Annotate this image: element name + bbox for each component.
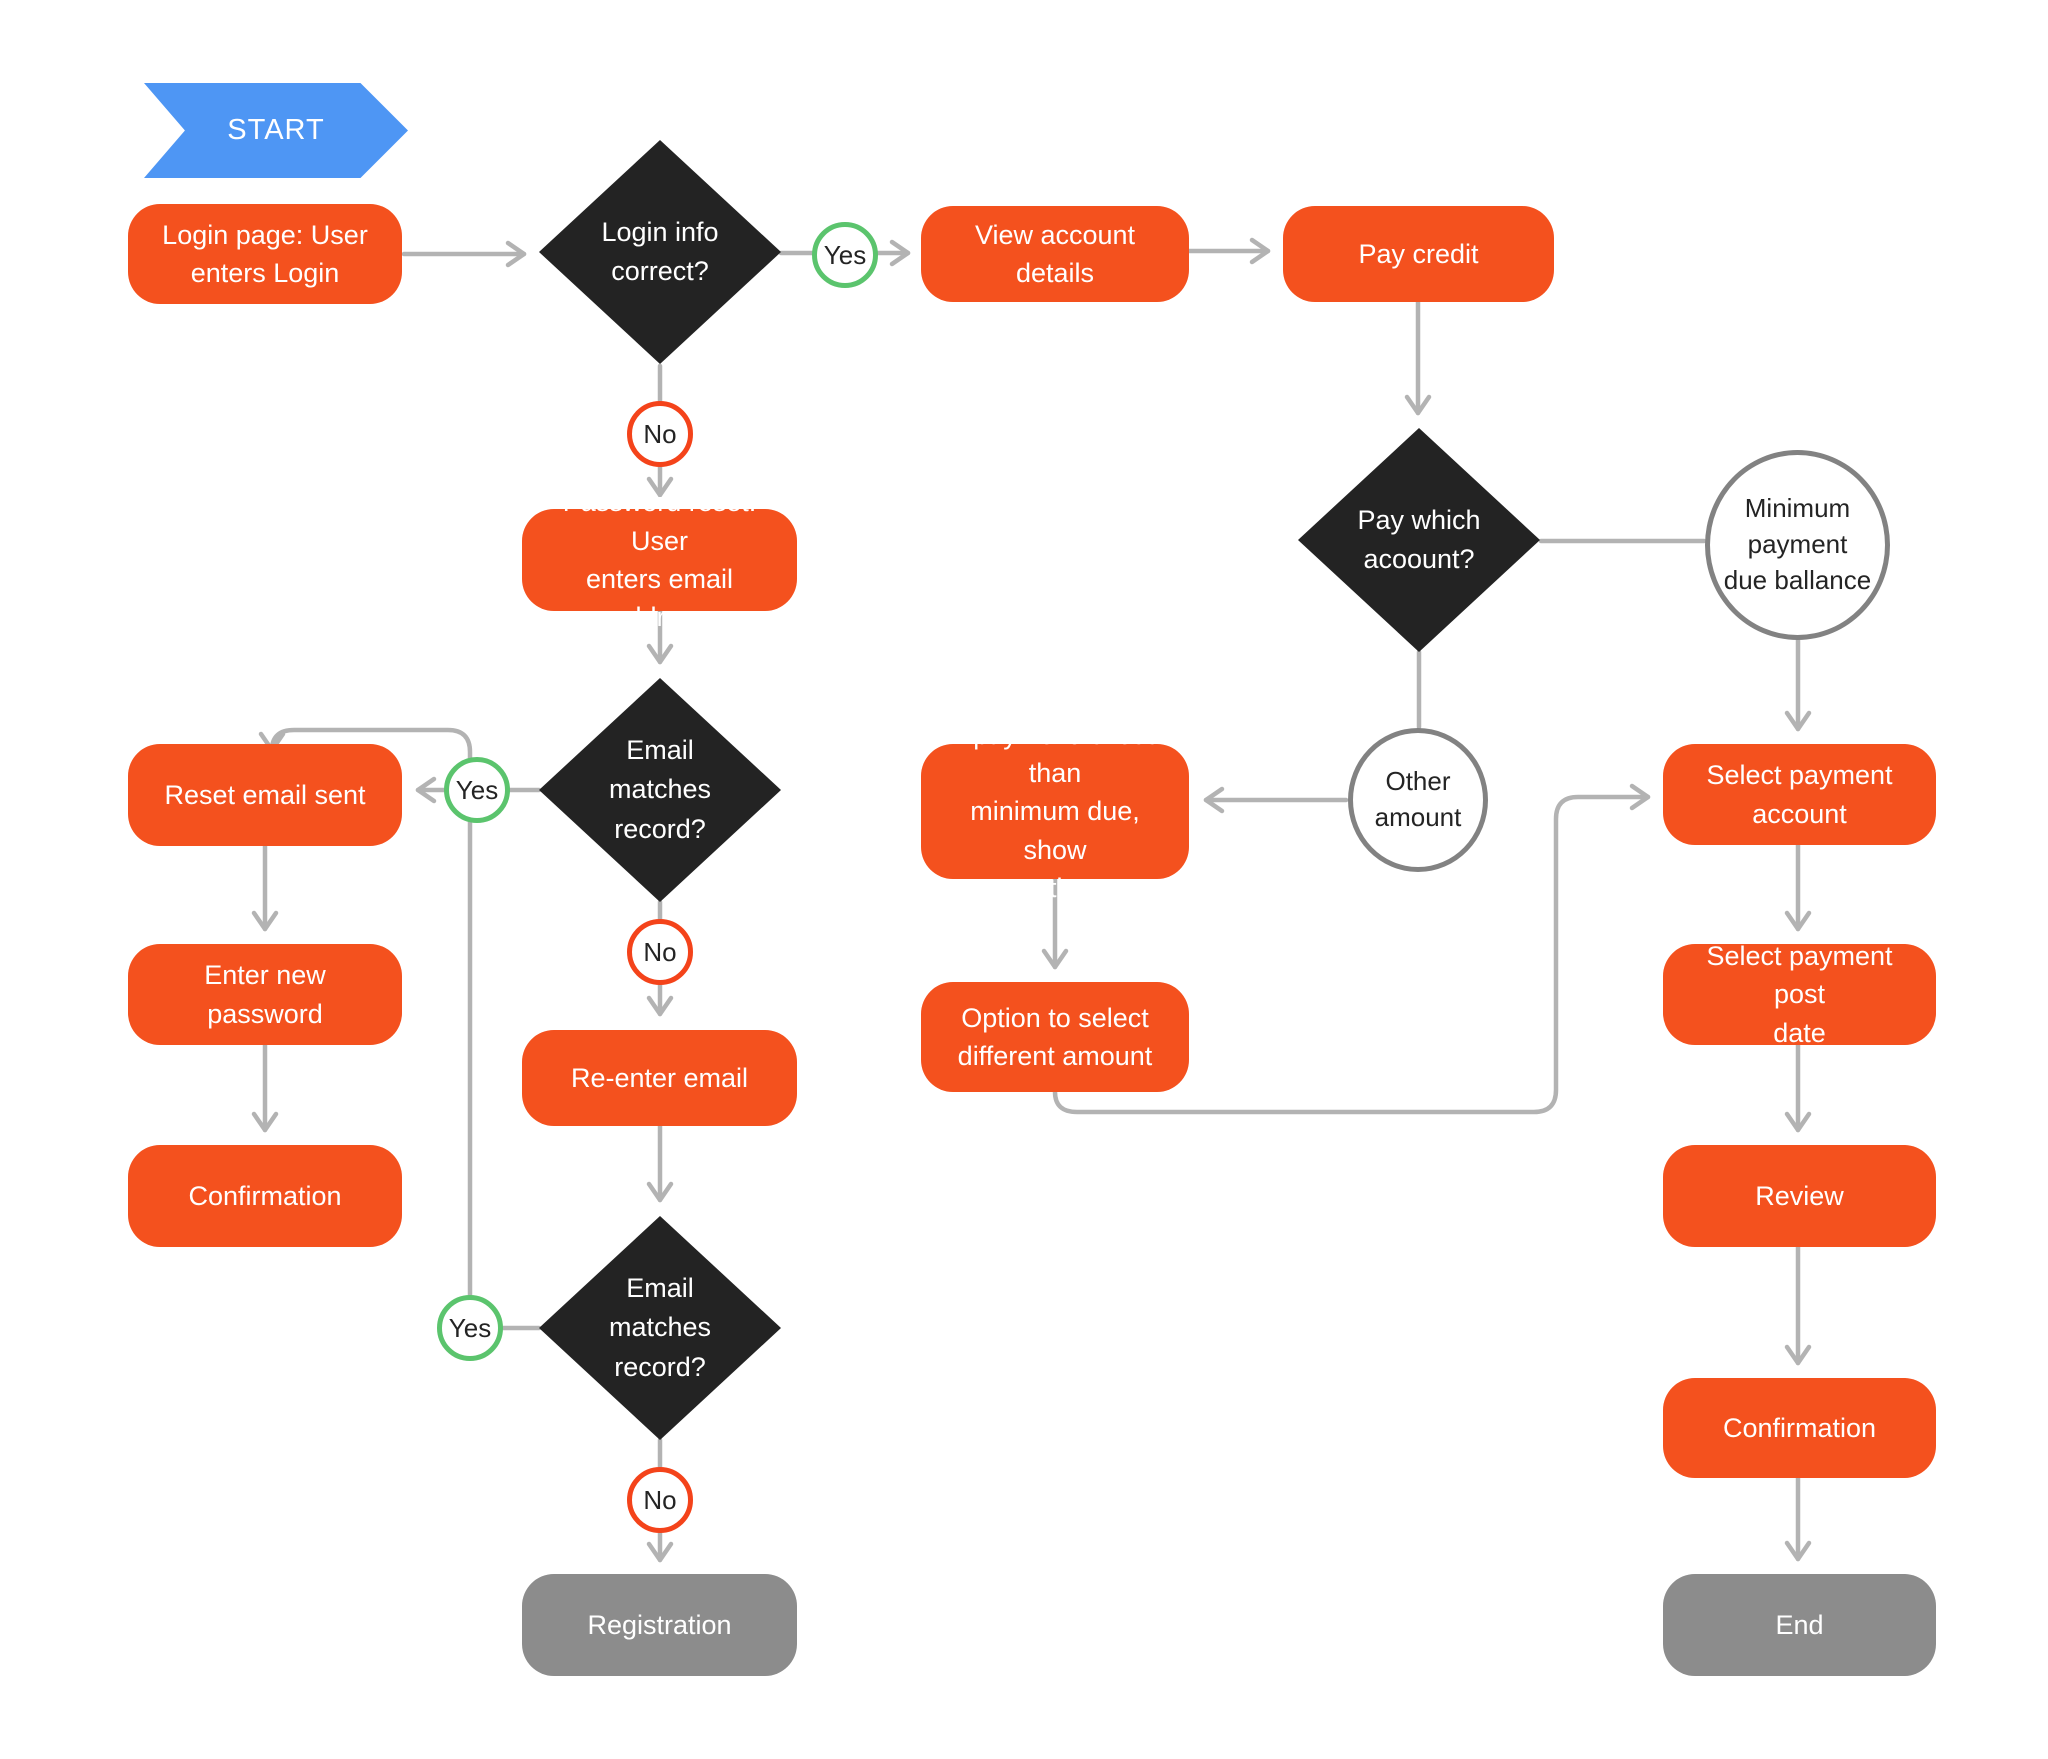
- decision-pay-which-account-label: Pay which acoount?: [1357, 504, 1481, 574]
- edge-label-yes-3[interactable]: Yes: [437, 1295, 503, 1361]
- minimum-payment-due-label: Minimum payment due ballance: [1723, 493, 1872, 595]
- edge-label-no-1[interactable]: No: [627, 401, 693, 467]
- process-reset-email-sent[interactable]: Reset email sent: [128, 744, 402, 846]
- process-login-page[interactable]: Login page: User enters Login: [128, 204, 402, 304]
- decision-email-matches-2-label: Email matches record?: [608, 1273, 712, 1382]
- process-enter-new-password[interactable]: Enter new password: [128, 944, 402, 1045]
- process-if-payment-notice-label: If payment is less than minimum due, sho…: [950, 719, 1160, 903]
- decision-login-info-correct-label: Login info correct?: [601, 216, 719, 286]
- process-confirmation-right[interactable]: Confirmation: [1663, 1378, 1936, 1478]
- edge-yes-loop-to-reset-email: [258, 727, 473, 1298]
- edge-label-yes-2[interactable]: Yes: [444, 757, 510, 823]
- process-reset-email-sent-label: Reset email sent: [164, 779, 366, 810]
- start-label: START: [227, 114, 325, 146]
- connector-other-amount[interactable]: Other amount: [1348, 728, 1488, 872]
- yes-3-label: Yes: [448, 1312, 492, 1343]
- process-enter-new-password-label: Enter new password: [204, 960, 326, 1029]
- process-re-enter-email-label: Re-enter email: [570, 1062, 749, 1093]
- process-view-account-details[interactable]: View account details: [921, 206, 1189, 302]
- decision-email-matches-1-label: Email matches record?: [608, 735, 712, 844]
- process-re-enter-email[interactable]: Re-enter email: [522, 1030, 797, 1126]
- start-banner[interactable]: START: [144, 83, 408, 178]
- connector-minimum-payment-due[interactable]: Minimum payment due ballance: [1705, 450, 1890, 640]
- process-confirmation-right-label: Confirmation: [1722, 1412, 1877, 1443]
- process-login-page-label: Login page: User enters Login: [162, 219, 368, 288]
- edge-option-loop-to-select-account: [1052, 783, 1651, 1115]
- no-1-label: No: [643, 418, 677, 449]
- terminal-registration[interactable]: Registration: [522, 1574, 797, 1676]
- terminal-end-label: End: [1775, 1609, 1824, 1640]
- other-amount-label: Other amount: [1374, 766, 1462, 832]
- yes-2-label: Yes: [455, 774, 499, 805]
- process-view-account-details-label: View account details: [974, 219, 1136, 288]
- process-pay-credit-label: Pay credit: [1358, 238, 1479, 269]
- process-confirmation-left-label: Confirmation: [188, 1180, 342, 1211]
- process-option-different-amount[interactable]: Option to select different amount: [921, 982, 1189, 1092]
- edge-label-no-3[interactable]: No: [627, 1467, 693, 1533]
- process-review[interactable]: Review: [1663, 1145, 1936, 1247]
- process-password-reset-label: Password reset: User enters email addres…: [562, 487, 757, 633]
- edge-label-yes-1[interactable]: Yes: [812, 222, 878, 288]
- process-confirmation-left[interactable]: Confirmation: [128, 1145, 402, 1247]
- process-select-payment-post-date[interactable]: Select payment post date: [1663, 941, 1936, 1048]
- process-if-payment-notice[interactable]: If payment is less than minimum due, sho…: [921, 720, 1189, 903]
- process-password-reset[interactable]: Password reset: User enters email addres…: [522, 487, 797, 632]
- process-review-label: Review: [1755, 1180, 1844, 1211]
- process-pay-credit[interactable]: Pay credit: [1283, 206, 1554, 302]
- process-select-payment-post-date-label: Select payment post date: [1706, 941, 1893, 1048]
- no-3-label: No: [643, 1484, 677, 1515]
- no-2-label: No: [643, 936, 677, 967]
- process-select-payment-account-label: Select payment account: [1706, 760, 1893, 829]
- yes-1-label: Yes: [823, 239, 867, 270]
- process-select-payment-account[interactable]: Select payment account: [1663, 744, 1936, 845]
- terminal-registration-label: Registration: [587, 1609, 732, 1640]
- terminal-end[interactable]: End: [1663, 1574, 1936, 1676]
- process-option-different-amount-label: Option to select different amount: [957, 1002, 1153, 1071]
- edge-label-no-2[interactable]: No: [627, 919, 693, 985]
